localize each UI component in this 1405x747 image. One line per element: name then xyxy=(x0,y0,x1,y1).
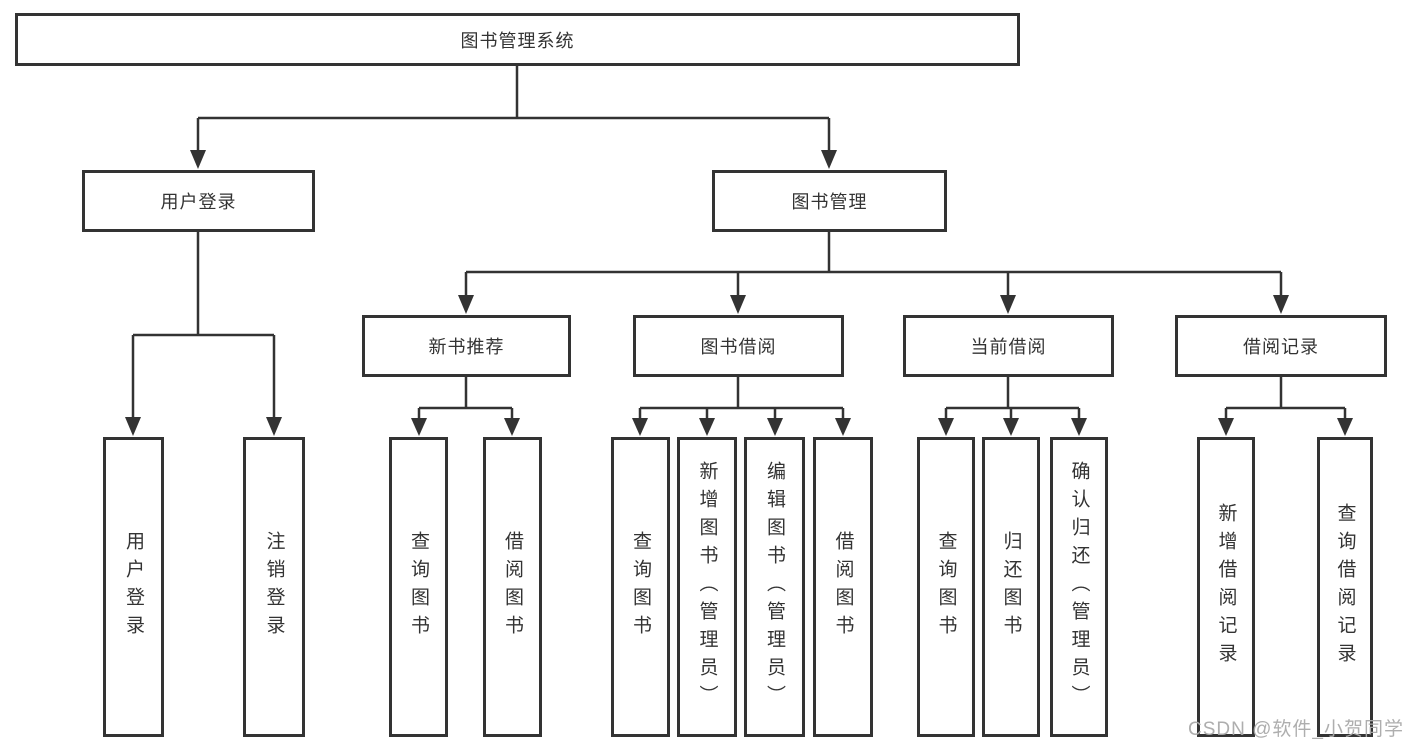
leaf-recommend-query-books-label: 查询图书 xyxy=(408,531,429,643)
node-new-book-recommend-label: 新书推荐 xyxy=(428,337,505,357)
leaf-recommend-query-books: 查询图书 xyxy=(389,437,448,737)
leaf-borrow-query-books: 查询图书 xyxy=(611,437,670,737)
leaf-user-login: 用户登录 xyxy=(103,437,164,737)
node-user-login-label: 用户登录 xyxy=(160,192,237,212)
leaf-records-add-record: 新增借阅记录 xyxy=(1197,437,1255,737)
node-borrow-records-label: 借阅记录 xyxy=(1243,337,1319,357)
node-current-borrow-label: 当前借阅 xyxy=(970,337,1047,357)
leaf-borrow-query-books-label: 查询图书 xyxy=(630,531,651,643)
leaf-current-query-books-label: 查询图书 xyxy=(935,531,957,643)
node-book-borrow-label: 图书借阅 xyxy=(700,337,777,357)
leaf-user-login-label: 用户登录 xyxy=(123,531,144,643)
node-book-management: 图书管理 xyxy=(712,170,947,232)
leaf-borrow-edit-books-admin-label: 编辑图书（管理员） xyxy=(764,461,785,713)
leaf-borrow-borrow-books-label: 借阅图书 xyxy=(832,531,854,643)
leaf-records-query-record: 查询借阅记录 xyxy=(1317,437,1373,737)
leaf-logout: 注销登录 xyxy=(243,437,305,737)
leaf-current-return-books: 归还图书 xyxy=(982,437,1040,737)
node-new-book-recommend: 新书推荐 xyxy=(362,315,571,377)
leaf-current-return-books-label: 归还图书 xyxy=(1000,531,1022,643)
arrowhead-icons xyxy=(125,150,1353,436)
leaf-current-confirm-return-admin-label: 确认归还（管理员） xyxy=(1068,461,1090,713)
csdn-watermark: CSDN @软件_小贺同学 xyxy=(1188,719,1404,740)
node-book-borrow: 图书借阅 xyxy=(633,315,844,377)
leaf-recommend-borrow-books: 借阅图书 xyxy=(483,437,542,737)
leaf-borrow-edit-books-admin: 编辑图书（管理员） xyxy=(744,437,805,737)
leaf-recommend-borrow-books-label: 借阅图书 xyxy=(502,531,523,643)
node-borrow-records: 借阅记录 xyxy=(1175,315,1387,377)
leaf-logout-label: 注销登录 xyxy=(263,531,285,643)
leaf-records-add-record-label: 新增借阅记录 xyxy=(1215,503,1237,671)
node-book-management-label: 图书管理 xyxy=(791,192,868,212)
leaf-borrow-add-books-admin-label: 新增图书（管理员） xyxy=(696,461,718,713)
node-root-label: 图书管理系统 xyxy=(460,30,575,51)
leaf-current-confirm-return-admin: 确认归还（管理员） xyxy=(1050,437,1108,737)
leaf-borrow-borrow-books: 借阅图书 xyxy=(813,437,873,737)
node-user-login: 用户登录 xyxy=(82,170,315,232)
leaf-current-query-books: 查询图书 xyxy=(917,437,975,737)
node-root-system: 图书管理系统 xyxy=(15,13,1020,66)
leaf-records-query-record-label: 查询借阅记录 xyxy=(1334,503,1356,671)
node-current-borrow: 当前借阅 xyxy=(903,315,1114,377)
leaf-borrow-add-books-admin: 新增图书（管理员） xyxy=(677,437,737,737)
